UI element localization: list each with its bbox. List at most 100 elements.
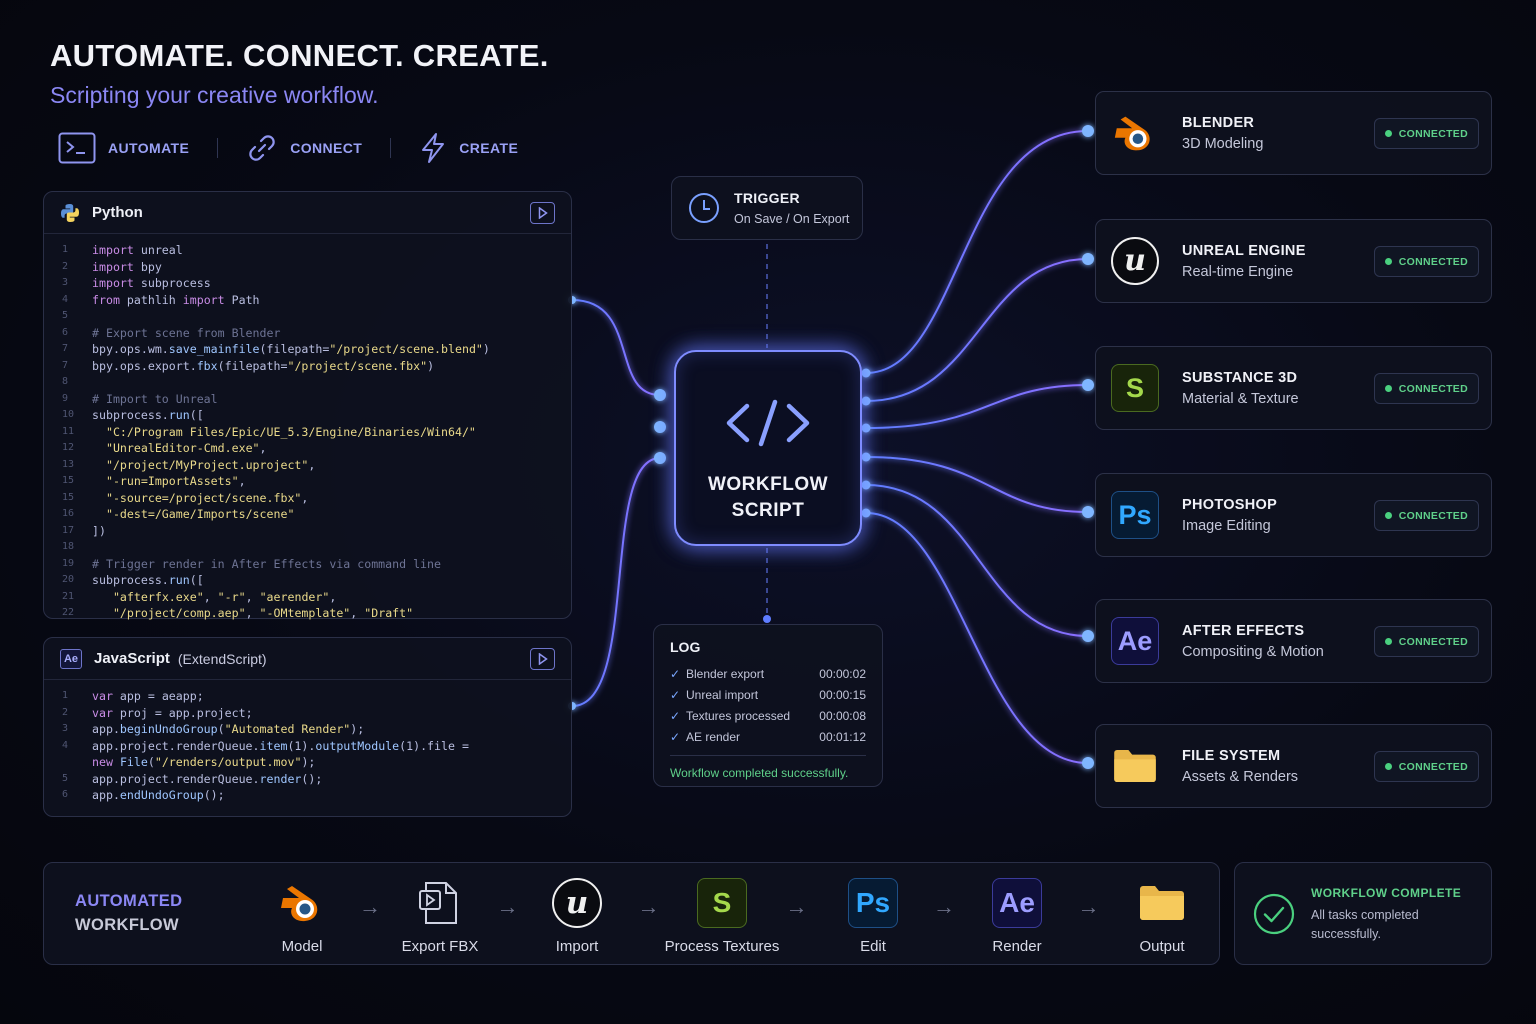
- status-dot: [1384, 130, 1392, 137]
- terminal-icon: [58, 132, 96, 164]
- code-text: app.project.renderQueue.item(1).outputMo…: [92, 738, 469, 753]
- arrow-right-icon: →: [359, 894, 381, 919]
- line-number: 13: [62, 458, 75, 470]
- pill-connect[interactable]: CONNECT: [246, 132, 362, 164]
- workflow-script-hub[interactable]: WORKFLOW SCRIPT: [674, 350, 862, 546]
- app-description: Real-time Engine: [1182, 263, 1294, 280]
- code-text: subprocess.run([: [92, 573, 204, 587]
- pipeline-step-output[interactable]: Output: [1102, 876, 1222, 955]
- pill-create[interactable]: CREATE: [419, 132, 518, 164]
- check-icon: ✓: [670, 687, 681, 702]
- line-number: 6: [62, 326, 69, 338]
- log-entry-time: 00:00:08: [819, 708, 866, 723]
- unreal-glyph: u: [1111, 237, 1159, 285]
- status-badge: CONNECTED: [1373, 246, 1479, 277]
- code-text: import subprocess: [92, 276, 211, 290]
- code-line: 11 "C:/Program Files/Epic/UE_5.3/Engine/…: [44, 424, 571, 441]
- line-number: 7: [62, 343, 69, 354]
- code-line: 15 "-run=ImportAssets",: [44, 473, 571, 490]
- pill-automate[interactable]: AUTOMATE: [58, 132, 189, 164]
- line-number: 15: [62, 475, 75, 486]
- pipeline-step-export-fbx[interactable]: Export FBX: [380, 876, 500, 955]
- trigger-node[interactable]: TRIGGER On Save / On Export: [671, 176, 863, 240]
- code-text: import bpy: [92, 259, 162, 274]
- pipeline-step-label: Export FBX: [401, 938, 479, 955]
- code-line: 8: [44, 374, 571, 391]
- log-entry-label: Textures processed: [686, 708, 791, 723]
- code-icon: [726, 399, 810, 447]
- status-dot: [1384, 512, 1392, 519]
- code-text: from pathlih import Path: [92, 292, 260, 307]
- code-line: 2 import bpy: [44, 259, 571, 276]
- app-glyph: S: [1111, 364, 1159, 412]
- app-card-unreal-engine[interactable]: u UNREAL ENGINE Real-time Engine CONNECTED: [1095, 219, 1492, 303]
- blender-icon: [277, 876, 327, 930]
- app-glyph: Ps: [848, 878, 898, 928]
- app-glyph: Ae: [1111, 617, 1159, 665]
- line-number: 20: [62, 574, 75, 585]
- log-entry-time: 00:01:12: [819, 729, 866, 744]
- code-text: "afterfx.exe", "-r", "aerender",: [112, 589, 337, 604]
- arrow-right-icon: →: [496, 894, 519, 919]
- line-number: 1: [62, 690, 69, 701]
- app-name: UNREAL ENGINE: [1182, 242, 1306, 259]
- clock-icon: [689, 193, 719, 223]
- photoshop-icon: Ps: [1110, 490, 1160, 540]
- app-name: BLENDER: [1182, 114, 1255, 131]
- unreal-icon: u: [552, 876, 602, 930]
- check-icon: ✓: [670, 729, 681, 744]
- code-line: 15 "-source=/project/scene.fbx",: [44, 490, 571, 507]
- code-text: app.beginUndoGroup("Automated Render");: [92, 722, 365, 736]
- log-entry-label: Blender export: [686, 666, 765, 681]
- code-line: 21 "afterfx.exe", "-r", "aerender",: [44, 589, 571, 606]
- code-text: bpy.ops.export.fbx(filepath="/project/sc…: [92, 358, 435, 373]
- code-line: 18: [44, 539, 571, 556]
- page-title: AUTOMATE. CONNECT. CREATE.: [50, 38, 549, 73]
- status-dot: [1384, 763, 1392, 770]
- line-number: 4: [62, 739, 69, 751]
- app-glyph: Ps: [1111, 491, 1159, 539]
- run-button[interactable]: [530, 201, 555, 224]
- status-label: CONNECTED: [1398, 127, 1468, 140]
- code-text: "-source=/project/scene.fbx",: [105, 490, 309, 505]
- code-text: "C:/Program Files/Epic/UE_5.3/Engine/Bin…: [105, 424, 476, 439]
- code-line: 17]): [44, 523, 571, 540]
- pipeline-step-model[interactable]: Model: [242, 876, 362, 955]
- code-text: ]): [92, 523, 106, 538]
- code-panel-header: Python: [44, 192, 571, 234]
- pipeline-step-label: Import: [555, 938, 599, 955]
- line-number: 17: [62, 524, 75, 536]
- run-button[interactable]: [530, 647, 555, 670]
- code-line: 20 subprocess.run([: [44, 572, 571, 589]
- hub-title-line1: WORKFLOW: [707, 474, 829, 495]
- line-number: [44, 754, 92, 771]
- after-effects-icon: Ae: [1110, 616, 1160, 666]
- line-number: 22: [62, 607, 75, 618]
- blender-icon: [1110, 108, 1160, 158]
- code-text: # Trigger render in After Effects via co…: [92, 556, 442, 571]
- code-line: 12 "UnrealEditor-Cmd.exe",: [44, 440, 571, 457]
- unreal-glyph: u: [552, 878, 602, 928]
- line-number: 11: [62, 425, 75, 437]
- line-number: 2: [62, 260, 69, 272]
- code-text: import unreal: [92, 243, 183, 257]
